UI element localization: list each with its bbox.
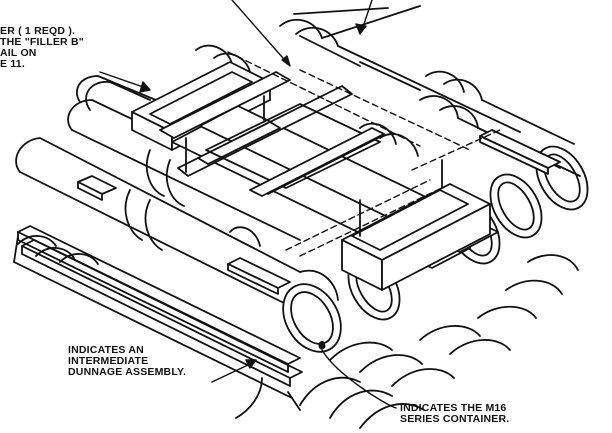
hidden-lines	[227, 51, 501, 257]
callout-filler-line-2: THE "FILLER B"	[0, 36, 84, 48]
back-row-containers	[85, 5, 575, 145]
callout-filler-line-3: AIL ON	[0, 47, 37, 59]
arrowhead-top-right	[355, 23, 367, 35]
callout-dunnage-note: INDICATES AN INTERMEDIATE DUNNAGE ASSEMB…	[68, 345, 186, 378]
leader-filler	[99, 71, 147, 89]
leader-top-center	[231, 0, 291, 67]
leader-lines	[99, 0, 397, 409]
arrowhead-dunnage	[245, 359, 257, 369]
leader-dunnage	[211, 363, 251, 383]
callout-dunnage-line-2: INTERMEDIATE	[68, 355, 149, 367]
callout-container-line-2: SERIES CONTAINER.	[400, 413, 510, 425]
arrowhead-top-center	[281, 55, 291, 67]
leader-container	[321, 349, 397, 409]
top-dunnage-frame	[77, 61, 561, 295]
leader-container-dot	[318, 342, 326, 350]
callout-container-line-1: INDICATES THE M16	[400, 402, 507, 414]
callout-dunnage-line-1: INDICATES AN	[68, 344, 144, 356]
callout-container-note: INDICATES THE M16 SERIES CONTAINER.	[400, 403, 509, 425]
callout-filler-line-4: E 11.	[0, 58, 25, 70]
callout-dunnage-line-3: DUNNAGE ASSEMBLY.	[68, 366, 187, 378]
side-dunnage-boards	[13, 225, 303, 399]
arrowhead-filler	[139, 81, 151, 93]
callout-filler-note: ER ( 1 REQD ). THE "FILLER B" AIL ON E 1…	[0, 26, 84, 70]
callout-filler-line-1: ER ( 1 REQD ).	[0, 25, 76, 37]
